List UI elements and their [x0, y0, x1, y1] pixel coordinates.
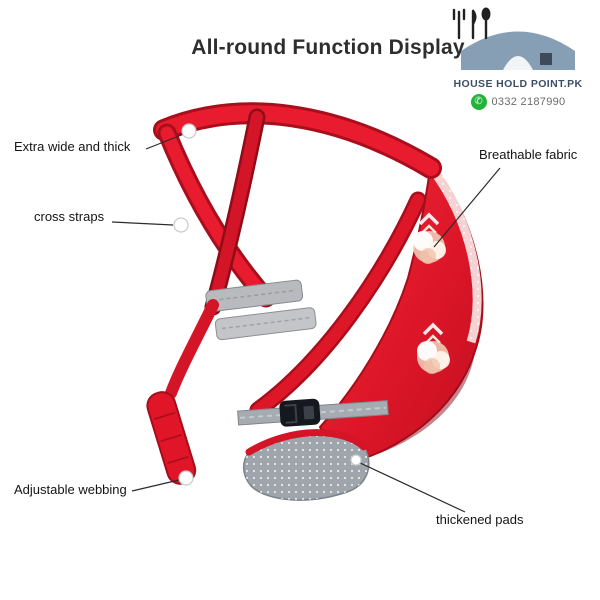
cross-strap-left — [157, 123, 276, 308]
page-title: All-round Function Display — [191, 36, 465, 59]
callout-line-breathable — [433, 167, 501, 248]
callout-lines — [111, 133, 501, 513]
brand-phone: 0332 2187990 — [491, 96, 566, 108]
callout-line-extra-wide — [145, 133, 185, 150]
callout-breathable: Breathable fabric — [479, 147, 578, 162]
adjustable-strap-handle — [146, 299, 219, 485]
callout-cross-straps: cross straps — [34, 209, 105, 224]
cross-strap-right — [204, 108, 266, 316]
callout-extra-wide: Extra wide and thick — [14, 139, 131, 154]
brand-logo: HOUSE HOLD POINT.PK ✆ 0332 2187990 — [442, 6, 594, 110]
diagonal-strap — [249, 191, 427, 419]
airflow-puff-top — [413, 212, 446, 264]
utensils-icon — [452, 8, 488, 40]
buckle — [279, 398, 321, 427]
callout-line-cross-straps — [111, 221, 174, 226]
airflow-puff-bottom — [417, 322, 450, 374]
callout-line-thickened-pads — [355, 460, 466, 513]
seat-pad — [242, 429, 370, 501]
brand-phone-row: ✆ 0332 2187990 — [442, 94, 594, 110]
callout-thickened-pads: thickened pads — [436, 512, 524, 527]
anchor-dots — [173, 123, 362, 486]
velcro-strips — [205, 279, 317, 341]
shoulder-strap-top — [153, 102, 442, 179]
callout-adjustable-webbing: Adjustable webbing — [14, 482, 127, 497]
house-logo-icon — [452, 7, 575, 70]
whatsapp-icon: ✆ — [470, 94, 487, 110]
callout-line-adjustable-webbing — [131, 479, 180, 492]
webbing-strap — [237, 398, 389, 427]
brand-name: HOUSE HOLD POINT.PK — [453, 78, 583, 90]
